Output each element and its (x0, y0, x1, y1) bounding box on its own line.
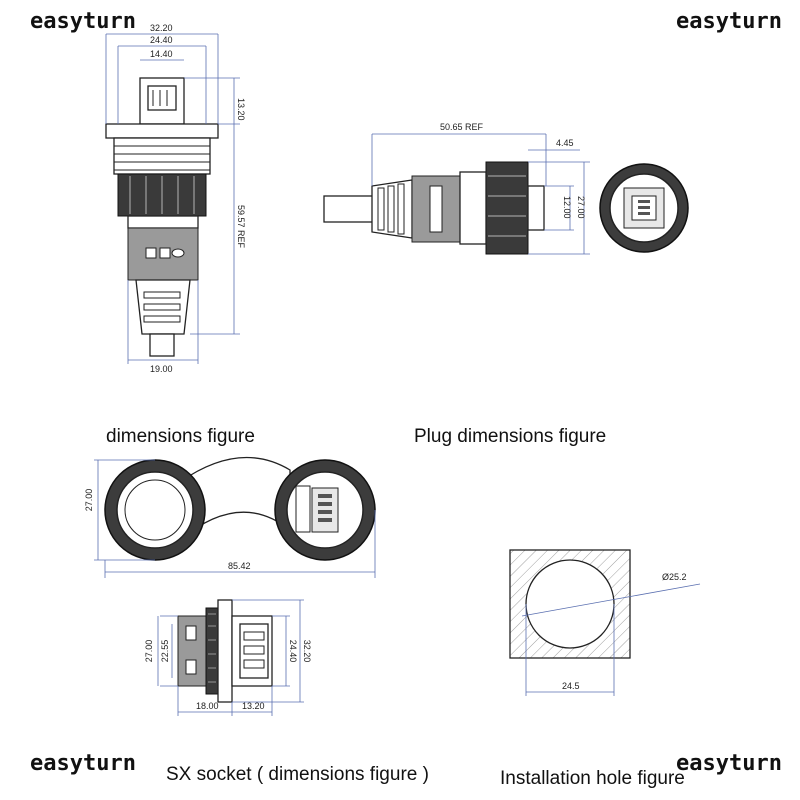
socket-side-view: 27.00 22.55 24.40 32.20 18.00 13.20 (144, 599, 312, 716)
caption-installation: Installation hole figure (500, 768, 685, 789)
caption-dimensions: dimensions figure (106, 426, 255, 447)
plug-side-view: 50.65 REF 4.45 27.00 12.00 (323, 122, 590, 255)
dim-receptacle-outer-width: 32.20 (150, 23, 173, 33)
dim-hole-width: 24.5 (562, 681, 580, 691)
dim-hole-diameter: Ø25.2 (662, 572, 687, 582)
receptacle-side-view: 32.20 24.40 14.40 13.20 59.57 REF 19.00 (105, 23, 246, 374)
plug-front-view (599, 163, 689, 253)
watermark-bottom-left: easyturn (30, 751, 136, 776)
dim-plug-inner: 12.00 (562, 196, 572, 219)
watermark-top-right: easyturn (676, 9, 782, 34)
dim-cap-height: 27.00 (84, 489, 94, 512)
dim-socket-l1: 18.00 (196, 701, 219, 711)
dim-receptacle-base: 19.00 (150, 364, 173, 374)
installation-hole-view: Ø25.2 24.5 (509, 549, 701, 696)
dim-socket-d2: 22.55 (160, 640, 170, 663)
dim-socket-d3: 24.40 (288, 640, 298, 663)
dim-socket-d1: 27.00 (144, 640, 154, 663)
dim-plug-front: 4.45 (556, 138, 574, 148)
dim-receptacle-length: 59.57 REF (236, 205, 246, 249)
dim-receptacle-mid-width: 24.40 (150, 35, 173, 45)
cap-front-view: 27.00 85.42 (84, 456, 376, 578)
dim-plug-diameter: 27.00 (576, 196, 586, 219)
watermark-bottom-right: easyturn (676, 751, 782, 776)
dim-receptacle-inner-width: 14.40 (150, 49, 173, 59)
dim-plug-length: 50.65 REF (440, 122, 484, 132)
caption-plug: Plug dimensions figure (414, 426, 606, 447)
watermark-top-left: easyturn (30, 9, 136, 34)
dim-socket-d4: 32.20 (302, 640, 312, 663)
caption-socket: SX socket ( dimensions figure ) (166, 764, 429, 785)
dim-socket-l2: 13.20 (242, 701, 265, 711)
dim-receptacle-top-height: 13.20 (236, 98, 246, 121)
dim-cap-total: 85.42 (228, 561, 251, 571)
